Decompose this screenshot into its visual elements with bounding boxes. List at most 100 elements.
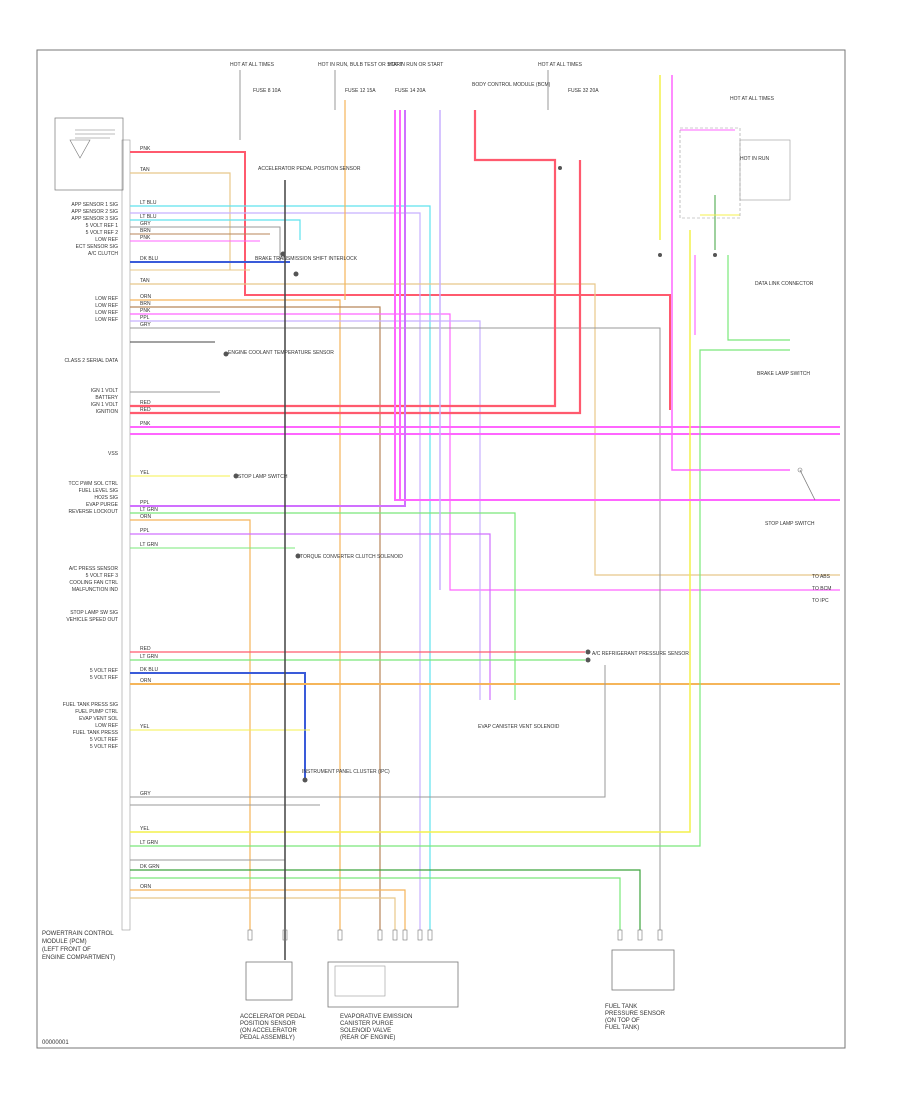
pcm-title-line-1: POWERTRAIN CONTROL — [42, 931, 114, 937]
pcm-title-line-4: ENGINE COMPARTMENT) — [42, 955, 115, 961]
evap-purge-inner — [334, 965, 386, 997]
supply-label-3: HOT IN RUN OR START — [388, 62, 443, 68]
pcm-title-line-3: (LEFT FRONT OF — [42, 947, 91, 953]
pcm-pin-label: 5 VOLT REF — [90, 675, 118, 681]
wire-code-label: LT GRN — [140, 542, 158, 548]
wire-orange — [130, 519, 251, 930]
pcm-pin-label: VSS — [108, 451, 119, 457]
pcm-pin-label: TCC PWM SOL CTRL — [68, 481, 118, 487]
pcm-pin-label: MALFUNCTION IND — [72, 587, 119, 593]
wire-pink — [130, 313, 840, 591]
connector-pin — [637, 929, 643, 941]
pcm-title: POWERTRAIN CONTROL MODULE (PCM) (LEFT FR… — [42, 931, 115, 961]
pcm-pin-label: LOW REF — [95, 237, 118, 243]
pcm-pin-label: 5 VOLT REF — [90, 737, 118, 743]
wire-tan — [130, 283, 840, 576]
wire-orange — [130, 889, 406, 930]
fuel-sensor-box — [611, 949, 675, 991]
pcm-pin-label: BATTERY — [95, 395, 118, 401]
label-ipc: INSTRUMENT PANEL CLUSTER (IPC) — [302, 769, 390, 775]
bottom-label-1-line-2: POSITION SENSOR — [240, 1021, 296, 1027]
wire-purple — [130, 110, 406, 507]
pcm-pin-label: IGN 1 VOLT — [91, 388, 118, 394]
right-label-8: TO IPC — [812, 598, 829, 604]
fuse-label-1: FUSE 8 10A — [253, 88, 281, 94]
connector-pin — [617, 929, 623, 941]
wire-code-label: DK BLU — [140, 667, 158, 673]
wire-code-label: YEL — [140, 826, 150, 832]
supply-label-4: HOT AT ALL TIMES — [538, 62, 583, 68]
wire-lavender — [130, 212, 421, 930]
connector-pin — [402, 929, 408, 941]
label-ac-sensor: A/C REFRIGERANT PRESSURE SENSOR — [592, 651, 689, 657]
pcm-pin-label: 5 VOLT REF 1 — [86, 223, 119, 229]
wire-lt_blue — [130, 219, 301, 240]
wire-tan — [130, 897, 396, 930]
wire-gray — [130, 327, 661, 930]
bottom-label-2-line-3: SOLENOID VALVE — [340, 1028, 391, 1034]
wire-code-label: PNK — [140, 235, 151, 241]
pcm-pin-label: ECT SENSOR SIG — [76, 244, 119, 250]
pcm-pin-label: EVAP PURGE — [86, 502, 119, 508]
pcm-pin-label: A/C PRESS SENSOR — [69, 566, 119, 572]
wire-code-label: DK GRN — [140, 864, 160, 870]
pcm-pin-label: A/C CLUTCH — [88, 251, 118, 257]
pcm-pin-label: 5 VOLT REF 3 — [86, 573, 119, 579]
connector-pin — [282, 929, 288, 941]
bottom-label-1-line-1: ACCELERATOR PEDAL — [240, 1014, 306, 1020]
label-bcm: BODY CONTROL MODULE (BCM) — [472, 82, 551, 88]
wire-code-label: PPL — [140, 528, 150, 534]
pcm-pin-label: LOW REF — [95, 310, 118, 316]
bottom-label-3-line-3: (ON TOP OF — [605, 1018, 640, 1024]
wire-code-label: YEL — [140, 724, 150, 730]
pcm-pin-label: LOW REF — [95, 317, 118, 323]
bottom-label-1-line-4: PEDAL ASSEMBLY) — [240, 1035, 295, 1041]
wire-code-label: PNK — [140, 308, 151, 314]
bottom-label-3-line-4: FUEL TANK) — [605, 1025, 639, 1031]
wire-red — [130, 110, 557, 408]
wire-code-label: RED — [140, 646, 151, 652]
wire-gray — [130, 665, 606, 798]
wire-code-label: GRY — [140, 221, 151, 227]
pcm-pin-label: LOW REF — [95, 296, 118, 302]
wire-brown — [130, 306, 381, 930]
wire-lavender — [130, 320, 481, 700]
diagram-border — [36, 49, 846, 1049]
pcm-pin-label: FUEL LEVEL SIG — [79, 488, 118, 494]
wire-code-label: PPL — [140, 500, 150, 506]
wire-lt_green — [130, 877, 621, 930]
connector-pin — [247, 929, 253, 941]
wire-pink — [671, 75, 790, 471]
wire-code-label: PNK — [140, 421, 151, 427]
wire-tan — [130, 172, 231, 270]
pcm-pin-label: STOP LAMP SW SIG — [70, 610, 118, 616]
wire-code-label: LT BLU — [140, 214, 157, 220]
wire-pink — [394, 110, 840, 501]
connector-pin — [417, 929, 423, 941]
bottom-label-2-line-2: CANISTER PURGE — [340, 1021, 393, 1027]
right-labels: HOT AT ALL TIMES HOT IN RUN DATA LINK CO… — [730, 96, 831, 604]
pcm-pin-label: 5 VOLT REF — [90, 744, 118, 750]
pcm-pin-label: LOW REF — [95, 723, 118, 729]
wire-dk_green — [130, 869, 641, 930]
wire-purple — [130, 533, 491, 700]
figure-code: 00000001 — [42, 1040, 69, 1046]
pcm-pin-label: COOLING FAN CTRL — [69, 580, 118, 586]
label-ect: ENGINE COOLANT TEMPERATURE SENSOR — [228, 350, 334, 356]
bottom-label-1-line-3: (ON ACCELERATOR — [240, 1028, 297, 1034]
bottom-label-2-line-4: (REAR OF ENGINE) — [340, 1035, 395, 1041]
pcm-pin-label: APP SENSOR 1 SIG — [71, 202, 118, 208]
wire-code-label: RED — [140, 407, 151, 413]
wire-code-label: ORN — [140, 514, 152, 520]
connector-pin — [392, 929, 398, 941]
label-tcc: TORQUE CONVERTER CLUTCH SOLENOID — [300, 554, 403, 560]
right-label-4: BRAKE LAMP SWITCH — [757, 371, 810, 377]
pcm-pin-label: FUEL TANK PRESS — [73, 730, 119, 736]
bottom-label-2-line-1: EVAPORATIVE EMISSION — [340, 1014, 412, 1020]
wire-code-label: YEL — [140, 470, 150, 476]
fuse-label-2: FUSE 12 15A — [345, 88, 376, 94]
wire-code-label: RED — [140, 400, 151, 406]
right-modules — [679, 127, 816, 501]
